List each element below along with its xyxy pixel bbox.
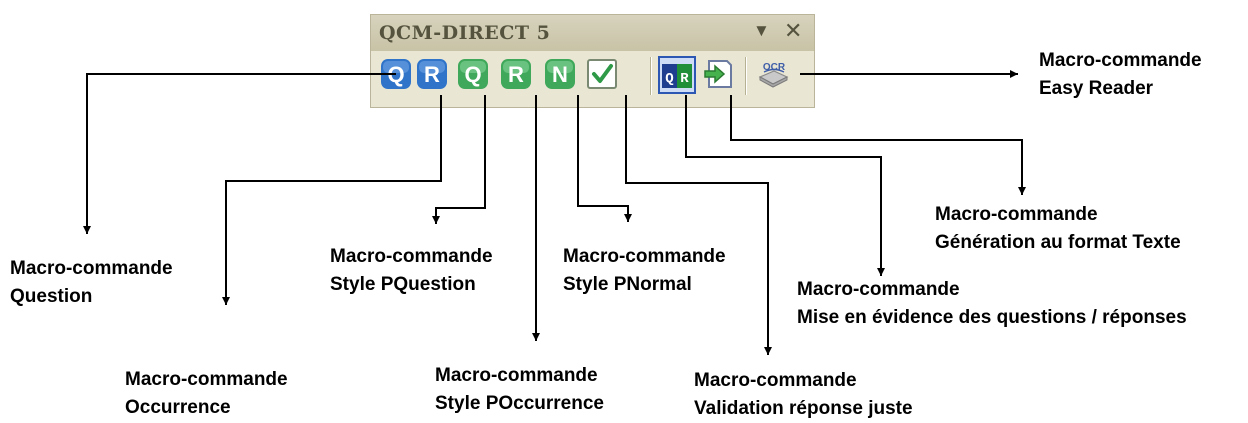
leader-style-pquestion xyxy=(432,95,486,224)
leader-highlight xyxy=(685,95,885,276)
svg-text:N: N xyxy=(552,62,568,87)
text-export-button[interactable] xyxy=(701,57,735,91)
svg-text:Q: Q xyxy=(464,62,481,87)
style-pquestion-button[interactable]: Q xyxy=(456,57,490,91)
letter-q-green-icon: Q xyxy=(458,59,488,89)
leader-occurrence xyxy=(222,95,442,305)
letter-r-icon: R xyxy=(417,59,447,89)
leader-question xyxy=(83,73,396,234)
svg-text:R: R xyxy=(680,71,689,87)
toolbar-title-bar[interactable]: QCM-DIRECT 5 ▼ ✕ xyxy=(371,15,814,51)
toolbar-separator xyxy=(745,57,746,95)
ocr-scanner-icon: OCR xyxy=(758,62,789,88)
checkmark-icon xyxy=(587,59,617,89)
letter-n-green-icon: N xyxy=(545,59,575,89)
svg-text:R: R xyxy=(424,62,440,87)
toolbar-separator xyxy=(650,57,651,95)
validation-button[interactable] xyxy=(585,57,619,91)
svg-text:R: R xyxy=(508,62,524,87)
toolbar-options-icon[interactable]: ▼ xyxy=(753,21,770,40)
document-arrow-icon xyxy=(704,60,732,88)
svg-text:OCR: OCR xyxy=(763,62,786,73)
leader-style-pnormal xyxy=(577,95,632,222)
style-poccurrence-button[interactable]: R xyxy=(499,57,533,91)
leader-text-export xyxy=(730,95,1026,195)
toolbar-title: QCM-DIRECT 5 xyxy=(379,22,551,44)
close-icon[interactable]: ✕ xyxy=(784,18,803,43)
letter-r-green-icon: R xyxy=(501,59,531,89)
easy-reader-button[interactable]: OCR xyxy=(756,57,790,91)
qr-highlight-icon: Q R xyxy=(662,64,692,88)
style-pnormal-button[interactable]: N xyxy=(543,57,577,91)
svg-text:Q: Q xyxy=(665,71,673,87)
occurrence-button[interactable]: R xyxy=(415,57,449,91)
highlight-questions-button[interactable]: Q R xyxy=(660,59,694,93)
leader-validation xyxy=(625,95,772,355)
